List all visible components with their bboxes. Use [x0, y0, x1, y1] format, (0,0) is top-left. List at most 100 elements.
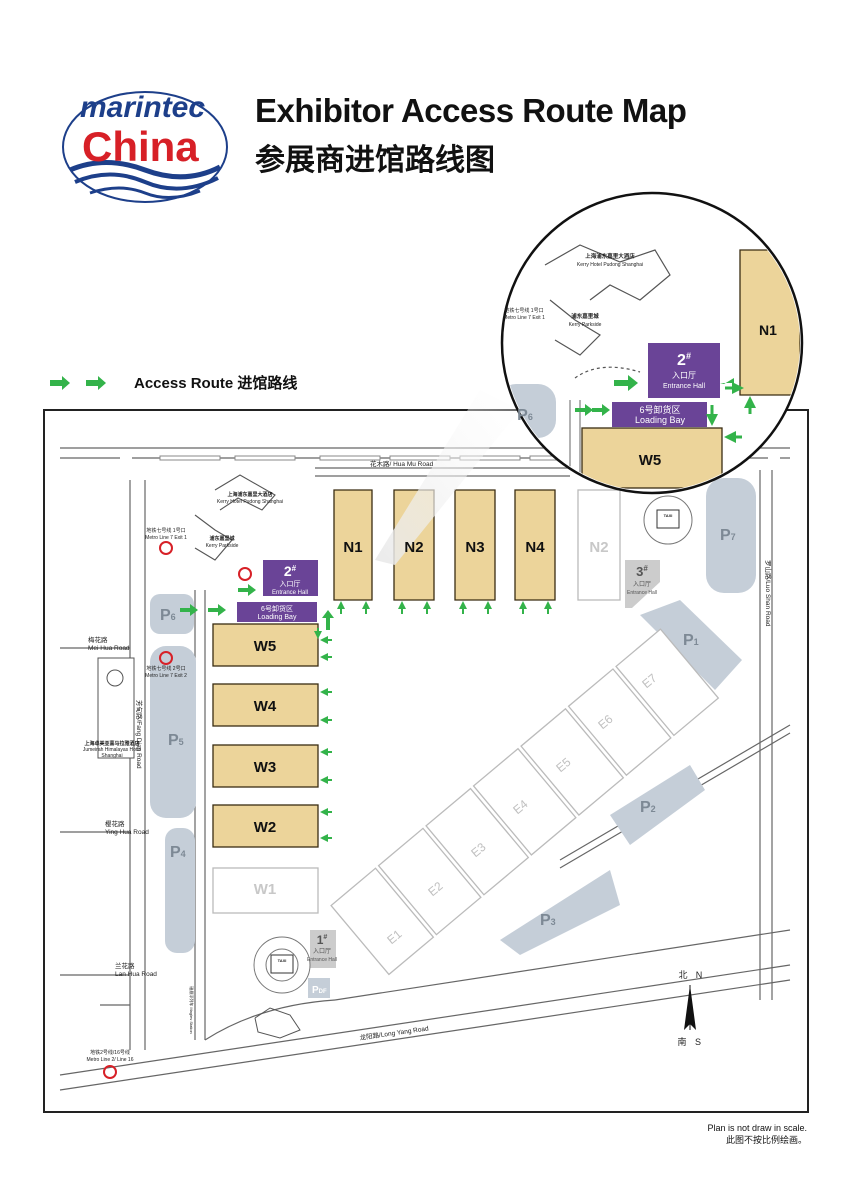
landmark-labels: 上海浦东嘉里大酒店 Kerry Hotel Pudong Shanghai 浦东… [83, 491, 673, 1063]
hall-access-arrows [314, 601, 552, 842]
hall-w3[interactable]: W3 [254, 759, 277, 776]
svg-text:Kerry Parkside: Kerry Parkside [206, 543, 239, 549]
parking-p3: P3 [540, 912, 556, 929]
svg-text:梅花路: 梅花路 [88, 635, 108, 644]
svg-text:W5: W5 [639, 452, 662, 469]
roads [59, 447, 791, 1091]
svg-text:TAXI: TAXI [664, 513, 673, 518]
svg-text:Jumeirah Himalayas Hotel: Jumeirah Himalayas Hotel [83, 747, 141, 753]
hall-n4[interactable]: N4 [525, 539, 545, 556]
svg-text:地铁七号线 2号口: 地铁七号线 2号口 [146, 665, 185, 672]
entrance-1-labels: 1# 入口厅 Entrance Hall [307, 933, 337, 963]
svg-text:地铁七号线 1号口: 地铁七号线 1号口 [504, 307, 543, 314]
hall-w4[interactable]: W4 [254, 698, 277, 715]
legend: Access Route 进馆路线 [48, 372, 297, 393]
page-title: Exhibitor Access Route Map [255, 92, 687, 129]
svg-text:入口厅: 入口厅 [280, 580, 301, 588]
road-luo-shan: 罗山路/Luo Shan Road [764, 560, 773, 627]
svg-text:N: N [696, 970, 703, 980]
svg-text:入口厅: 入口厅 [633, 581, 651, 588]
svg-text:上海浦东嘉里大酒店: 上海浦东嘉里大酒店 [585, 252, 635, 260]
logo-bottom-text: China [82, 123, 199, 170]
parking-p4: P4 [170, 844, 186, 861]
zoom-beam [375, 390, 520, 565]
svg-text:Entrance Hall: Entrance Hall [627, 590, 657, 596]
entrance-hall-3[interactable] [625, 560, 660, 608]
maglev-building [254, 1007, 301, 1039]
parking-pdf: PDF [312, 985, 327, 996]
svg-text:Entrance Hall: Entrance Hall [307, 957, 337, 963]
parking-p1: P1 [683, 632, 699, 649]
svg-text:Lan Hua Road: Lan Hua Road [115, 971, 157, 978]
hall-w1: W1 [254, 881, 277, 898]
hall-n2-ghost: N2 [589, 539, 608, 556]
svg-text:Loading Bay: Loading Bay [635, 415, 686, 425]
svg-text:磁悬浮列车 Maglev Station: 磁悬浮列车 Maglev Station [189, 986, 195, 1034]
svg-text:Entrance Hall: Entrance Hall [663, 383, 705, 390]
scale-note: Plan is not draw in scale. 此图不按比例绘画。 [707, 1122, 807, 1146]
svg-text:Kerry Parkside: Kerry Parkside [569, 322, 602, 328]
entrance-hall-2[interactable] [263, 560, 318, 596]
svg-text:入口厅: 入口厅 [672, 371, 696, 380]
svg-text:2#: 2# [284, 563, 297, 579]
scale-note-en: Plan is not draw in scale. [707, 1123, 807, 1133]
hall-w5[interactable]: W5 [254, 638, 277, 655]
jumeirah-building [97, 657, 135, 759]
svg-text:S: S [695, 1037, 701, 1047]
svg-text:地铁七号线 1号口: 地铁七号线 1号口 [146, 527, 185, 534]
road-fang-dian: 芳甸路/Fang Dian Road [135, 700, 144, 769]
taxi-icon [656, 509, 680, 529]
compass-icon [684, 985, 696, 1030]
svg-text:N1: N1 [759, 322, 777, 338]
svg-text:Ying Hua Road: Ying Hua Road [105, 829, 149, 836]
svg-text:Kerry Hotel Pudong Shanghai: Kerry Hotel Pudong Shanghai [217, 499, 283, 505]
access-route-arrows [180, 584, 334, 630]
svg-text:Metro Line 7 Exit 2: Metro Line 7 Exit 2 [145, 673, 187, 679]
ghost-halls [212, 489, 720, 976]
svg-text:浦东嘉里城: 浦东嘉里城 [571, 312, 599, 320]
svg-text:樱花路: 樱花路 [105, 819, 125, 828]
svg-text:Metro Line 7 Exit 1: Metro Line 7 Exit 1 [503, 315, 545, 321]
svg-text:兰花路: 兰花路 [115, 961, 135, 970]
svg-text:浦东嘉里城: 浦东嘉里城 [209, 535, 234, 542]
legend-label: Access Route 进馆路线 [134, 375, 298, 392]
taxi-icon [270, 954, 294, 974]
svg-text:Metro Line 2/ Line 16: Metro Line 2/ Line 16 [87, 1057, 134, 1063]
svg-text:6号卸货区: 6号卸货区 [639, 404, 680, 415]
marintec-china-logo: marintec China [62, 91, 228, 203]
svg-text:Mei Hua Road: Mei Hua Road [88, 645, 130, 652]
svg-text:Metro Line 7 Exit 1: Metro Line 7 Exit 1 [145, 535, 187, 541]
road-hua-mu: 花木路/ Hua Mu Road [370, 459, 434, 468]
parking-p2: P2 [640, 799, 656, 816]
west-halls [212, 623, 319, 848]
zoom-inset-labels: N1 W5 2# 入口厅 Entrance Hall 6号卸货区 Loading… [503, 252, 777, 469]
svg-text:Kerry Hotel Pudong Shanghai: Kerry Hotel Pudong Shanghai [577, 262, 643, 268]
svg-text:6号卸货区: 6号卸货区 [261, 604, 293, 613]
entrance-hall-1[interactable] [310, 930, 336, 968]
svg-text:上海浦东嘉里大酒店: 上海浦东嘉里大酒店 [227, 491, 272, 498]
svg-text:Shanghai: Shanghai [101, 753, 122, 759]
scale-note-cn: 此图不按比例绘画。 [725, 1135, 807, 1145]
svg-text:Entrance Hall: Entrance Hall [272, 590, 308, 596]
hall-n3[interactable]: N3 [465, 539, 484, 556]
legend-arrows-icon [50, 375, 106, 390]
hall-n2[interactable]: N2 [404, 539, 423, 556]
svg-text:3#: 3# [636, 564, 648, 579]
zoom-inset [500, 191, 804, 495]
page-title-cn: 参展商进馆路线图 [255, 143, 495, 178]
hall-n1[interactable]: N1 [343, 539, 362, 556]
loading-bay-6[interactable] [237, 602, 317, 622]
compass-labels: 北 N 南 S [677, 970, 702, 1047]
kerry-buildings [194, 474, 276, 561]
svg-text:P6: P6 [517, 407, 533, 424]
parking-p5: P5 [168, 732, 184, 749]
svg-text:入口厅: 入口厅 [313, 948, 331, 955]
parking-labels: P6 P5 P4 P7 P1 P2 P3 PDF [160, 527, 736, 996]
svg-text:TAXI: TAXI [278, 958, 287, 963]
entrance-3-labels: 3# 入口厅 Entrance Hall [627, 564, 657, 596]
parking-p6: P6 [160, 607, 176, 624]
svg-text:上海卓美亚喜马拉雅酒店: 上海卓美亚喜马拉雅酒店 [84, 740, 139, 747]
svg-text:1#: 1# [317, 933, 328, 947]
hall-w2[interactable]: W2 [254, 819, 277, 836]
